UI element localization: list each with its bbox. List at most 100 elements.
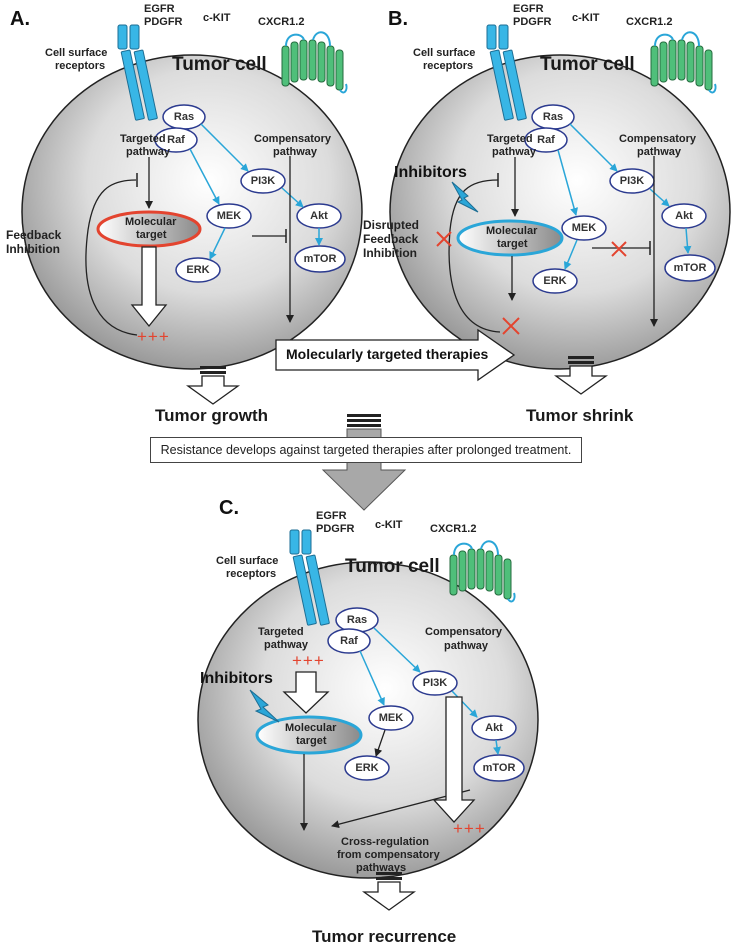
mtor-node-c: [473, 754, 525, 782]
targeted-pathway-b: pathway: [492, 146, 537, 158]
erk-label-b: ERK: [543, 275, 567, 287]
erk-node-a: [175, 257, 221, 283]
receptors-label-b: receptors: [423, 60, 474, 72]
outcome-tumor-shrink: Tumor shrink: [526, 406, 634, 425]
receptor-ckit-a: c-KIT: [203, 12, 231, 24]
receptor-egfr-b: EGFR: [513, 3, 544, 15]
panel-a: [21, 24, 363, 405]
akt-label-b: Akt: [675, 210, 693, 222]
targeted-pathway-c: pathway: [264, 639, 309, 651]
akt-label-c: Akt: [485, 722, 503, 734]
tumor-cell-title-b: Tumor cell: [540, 54, 635, 75]
comp-pathway-a: pathway: [273, 146, 318, 158]
cell-surface-label-c: Cell surface: [216, 555, 279, 567]
molecular-label-c: Molecular: [285, 722, 337, 734]
mek-node-a: [206, 203, 252, 229]
inhibitors-label-c: Inhibitors: [200, 670, 273, 687]
raf-label-a: Raf: [167, 134, 185, 146]
mtor-node-a: [294, 245, 346, 273]
target-label-c: target: [296, 735, 327, 747]
ras-label-c: Ras: [346, 614, 368, 626]
akt-label-a: Akt: [310, 210, 328, 222]
erk-label-c: ERK: [355, 762, 379, 774]
raf-node-b: [524, 127, 568, 153]
pi3k-label-a: PI3K: [250, 175, 276, 187]
receptor-egfr-a: EGFR: [144, 3, 175, 15]
red-x-icon: [436, 231, 627, 335]
cross-regulation-label-2: from compensatory: [337, 849, 440, 861]
upregulation-marker-targeted-c: +++: [292, 651, 325, 670]
mek-node-b: [561, 215, 607, 241]
comp-label-c: Compensatory: [425, 626, 503, 638]
mtor-label-b: mTOR: [673, 262, 707, 274]
molecular-label-b: Molecular: [486, 225, 538, 237]
mek-label-b: MEK: [571, 222, 597, 234]
tumor-cell-title-a: Tumor cell: [172, 54, 267, 75]
pi3k-label-c: PI3K: [422, 677, 448, 689]
disrupted-label-2: Feedback: [363, 232, 419, 246]
targeted-label-c: Targeted: [258, 626, 304, 638]
tumor-cell-title-c: Tumor cell: [345, 556, 440, 577]
erk-node-c: [344, 755, 390, 781]
comp-label-b: Compensatory: [619, 133, 697, 145]
lightning-bolt-icon: [249, 689, 280, 723]
receptors-label-c: receptors: [226, 568, 277, 580]
receptor-ckit-c: c-KIT: [375, 519, 403, 531]
akt-node-c: [471, 715, 517, 741]
pi3k-node-a: [240, 168, 286, 194]
panel-b-letter: B.: [388, 8, 408, 30]
erk-label-a: ERK: [186, 264, 210, 276]
receptor-ckit-b: c-KIT: [572, 12, 600, 24]
receptor-cxcr-c: CXCR1.2: [430, 523, 477, 535]
molecular-target-a: [96, 210, 202, 248]
receptor-cxcr-b: CXCR1.2: [626, 16, 673, 28]
cross-regulation-label-1: Cross-regulation: [341, 836, 430, 848]
mek-node-c: [368, 705, 414, 731]
target-label-a: target: [136, 229, 167, 241]
therapy-arrow-label: Molecularly targeted therapies: [286, 346, 489, 362]
mek-label-a: MEK: [216, 210, 242, 222]
pi3k-label-b: PI3K: [619, 175, 645, 187]
ras-label-b: Ras: [542, 111, 564, 123]
therapy-arrow: [275, 328, 516, 382]
feedback-label-a: Feedback: [6, 228, 62, 242]
lightning-bolt-icon: [451, 181, 479, 213]
tumor-cell-b: [389, 54, 731, 370]
molecular-label-a: Molecular: [125, 216, 177, 228]
panel-b: [389, 24, 731, 395]
raf-label-b: Raf: [537, 134, 555, 146]
resistance-arrow: [321, 414, 407, 511]
disrupted-label-1: Disrupted: [363, 218, 420, 232]
raf-label-c: Raf: [340, 635, 358, 647]
targeted-pathway-a: pathway: [126, 146, 171, 158]
ras-label-a: Ras: [173, 111, 195, 123]
gpcr-receptor-b: [650, 31, 717, 94]
resistance-banner: Resistance develops against targeted the…: [150, 437, 582, 463]
molecular-target-b: [456, 219, 564, 257]
tumor-cell-a: [21, 54, 363, 370]
comp-label-a: Compensatory: [254, 133, 332, 145]
cell-surface-label-a: Cell surface: [45, 47, 108, 59]
mtor-node-b: [664, 254, 716, 282]
targeted-label-a: Targeted: [120, 133, 166, 145]
target-label-b: target: [497, 238, 528, 250]
upregulation-marker-comp-c: +++: [453, 819, 486, 838]
disrupted-label-3: Inhibition: [363, 246, 417, 260]
panel-a-letter: A.: [10, 8, 30, 30]
cross-regulation-label-3: pathways: [356, 862, 407, 874]
mek-label-c: MEK: [378, 712, 404, 724]
pi3k-node-c: [412, 670, 458, 696]
panel-c: [197, 529, 539, 911]
comp-pathway-b: pathway: [637, 146, 682, 158]
receptor-pdgfr-c: PDGFR: [316, 523, 355, 535]
outcome-tumor-growth: Tumor growth: [155, 406, 268, 425]
raf-node-a: [154, 127, 198, 153]
mtor-label-c: mTOR: [482, 762, 516, 774]
inhibitors-label-b: Inhibitors: [394, 164, 467, 181]
panel-c-letter: C.: [219, 497, 239, 519]
molecular-target-c: [255, 715, 363, 755]
cell-surface-label-b: Cell surface: [413, 47, 476, 59]
receptor-pdgfr-b: PDGFR: [513, 16, 552, 28]
receptor-cxcr-a: CXCR1.2: [258, 16, 305, 28]
erk-node-b: [532, 268, 578, 294]
